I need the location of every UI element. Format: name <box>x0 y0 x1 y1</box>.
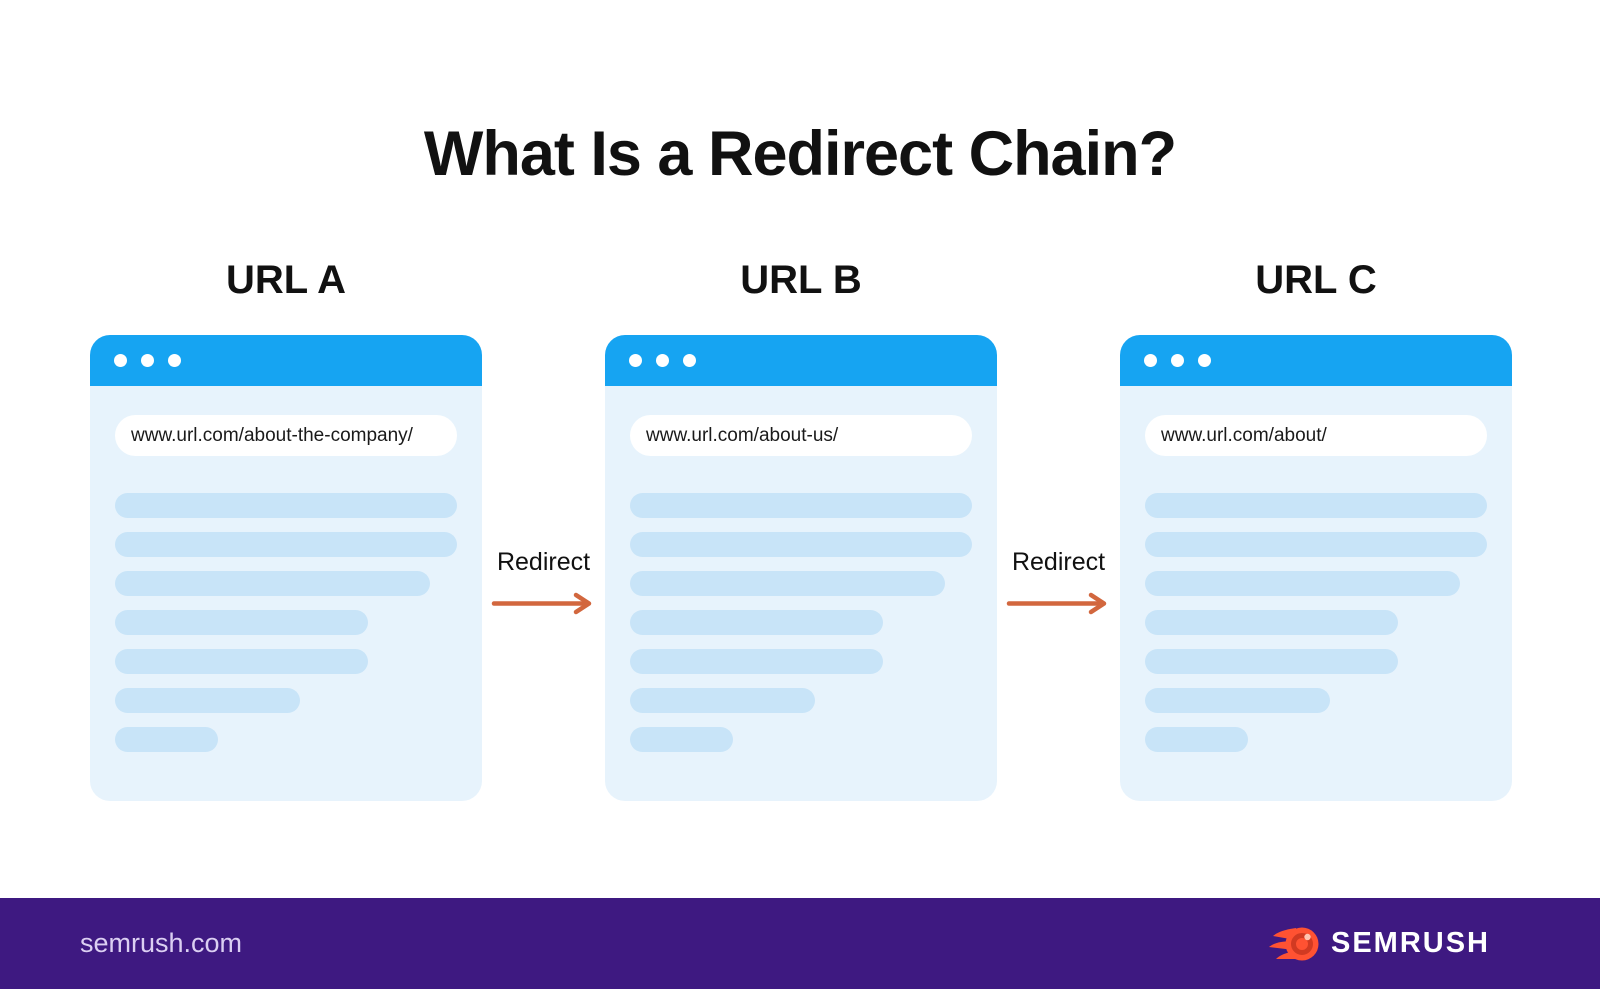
content-line-placeholder <box>115 493 457 518</box>
content-line-placeholder <box>115 727 218 752</box>
content-line-placeholder <box>630 571 945 596</box>
content-line-placeholder <box>1145 571 1460 596</box>
footer-bar: semrush.com SEMRUSH <box>0 898 1600 989</box>
content-line-placeholder <box>1145 649 1399 674</box>
content-line-placeholder <box>630 688 815 713</box>
browser-body: www.url.com/about/ <box>1120 386 1512 801</box>
window-dot-icon <box>683 354 696 367</box>
browser-b-label: URL B <box>740 258 862 302</box>
content-line-placeholder <box>1145 727 1248 752</box>
window-dot-icon <box>114 354 127 367</box>
page-title: What Is a Redirect Chain? <box>423 119 1177 190</box>
content-line-placeholder <box>1145 532 1487 557</box>
content-placeholder-lines <box>630 493 972 752</box>
redirect-step-2: Redirect <box>997 548 1120 621</box>
browser-body: www.url.com/about-us/ <box>605 386 997 801</box>
content-line-placeholder <box>115 649 369 674</box>
content-line-placeholder <box>1145 688 1330 713</box>
address-bar: www.url.com/about/ <box>1145 415 1487 456</box>
browser-window-b: www.url.com/about-us/ <box>605 335 997 801</box>
window-dot-icon <box>1171 354 1184 367</box>
redirect-step-1: Redirect <box>482 548 605 621</box>
content-placeholder-lines <box>1145 493 1487 752</box>
address-bar: www.url.com/about-us/ <box>630 415 972 456</box>
window-dot-icon <box>629 354 642 367</box>
browser-a-label: URL A <box>226 258 346 302</box>
semrush-logo-icon <box>1268 927 1319 960</box>
content-line-placeholder <box>1145 493 1487 518</box>
content-line-placeholder <box>630 532 972 557</box>
content-line-placeholder <box>115 688 300 713</box>
address-bar-url: www.url.com/about-us/ <box>646 424 839 446</box>
window-dot-icon <box>1198 354 1211 367</box>
redirect-arrow-icon <box>491 592 591 615</box>
content-line-placeholder <box>630 610 884 635</box>
window-dot-icon <box>1144 354 1157 367</box>
redirect-label: Redirect <box>1011 548 1106 576</box>
content-line-placeholder <box>1145 610 1399 635</box>
semrush-logo: SEMRUSH <box>1268 923 1490 965</box>
redirect-arrow-icon <box>1006 592 1106 615</box>
redirect-label: Redirect <box>496 548 591 576</box>
address-bar: www.url.com/about-the-company/ <box>115 415 457 456</box>
browser-titlebar <box>1120 335 1512 386</box>
content-line-placeholder <box>630 649 884 674</box>
content-line-placeholder <box>630 493 972 518</box>
content-placeholder-lines <box>115 493 457 752</box>
window-dot-icon <box>141 354 154 367</box>
address-bar-url: www.url.com/about/ <box>1161 424 1327 446</box>
browser-c-label: URL C <box>1255 258 1377 302</box>
browser-window-a: www.url.com/about-the-company/ <box>90 335 482 801</box>
content-line-placeholder <box>115 532 457 557</box>
content-line-placeholder <box>630 727 733 752</box>
window-dot-icon <box>656 354 669 367</box>
window-dot-icon <box>168 354 181 367</box>
footer-site-url: semrush.com <box>80 928 243 958</box>
browser-titlebar <box>605 335 997 386</box>
content-line-placeholder <box>115 610 369 635</box>
browser-window-c: www.url.com/about/ <box>1120 335 1512 801</box>
address-bar-url: www.url.com/about-the-company/ <box>131 424 413 446</box>
content-line-placeholder <box>115 571 430 596</box>
browser-body: www.url.com/about-the-company/ <box>90 386 482 801</box>
browser-titlebar <box>90 335 482 386</box>
semrush-logo-text: SEMRUSH <box>1330 927 1490 959</box>
